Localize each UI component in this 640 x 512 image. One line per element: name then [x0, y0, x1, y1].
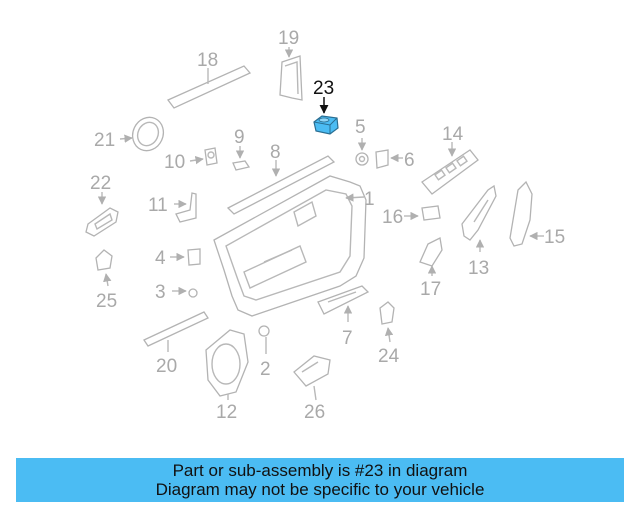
part-21-speaker: [119, 116, 165, 152]
label-24: 24: [378, 346, 400, 367]
part-16-switch-bezel: [404, 205, 441, 221]
label-23-highlighted: 23: [313, 78, 334, 99]
label-8: 8: [270, 142, 281, 163]
part-26-bracket: [293, 355, 331, 401]
part-6-bracket: [375, 149, 403, 169]
part-23-clip-highlighted: [313, 97, 339, 135]
info-banner: Part or sub-assembly is #23 in diagram D…: [16, 458, 624, 502]
label-6: 6: [404, 150, 415, 171]
parts-diagram: 1 2 3 4 5 6 7 8 9 10 11 12 13 14 15 16 1…: [85, 28, 565, 423]
label-19: 19: [278, 28, 299, 49]
part-9-small-clip: [232, 146, 251, 171]
label-18: 18: [197, 50, 218, 71]
part-13-pull-handle: [461, 184, 497, 252]
part-5-knob: [355, 138, 369, 166]
label-22: 22: [90, 173, 111, 194]
part-12-speaker-housing: [205, 329, 249, 400]
label-3: 3: [155, 282, 166, 303]
label-25: 25: [96, 291, 117, 312]
part-18-trim-strip: [166, 65, 252, 109]
label-4: 4: [155, 248, 166, 269]
part-22-handle-bezel: [85, 192, 119, 237]
label-21: 21: [94, 130, 115, 151]
part-3-screw: [172, 286, 198, 298]
label-12: 12: [216, 402, 237, 423]
part-11-latch: [174, 192, 197, 223]
label-5: 5: [355, 117, 366, 138]
label-2: 2: [260, 359, 271, 380]
part-14-switch-panel: [421, 142, 479, 195]
label-7: 7: [342, 328, 353, 349]
label-15: 15: [544, 227, 565, 248]
label-26: 26: [304, 402, 325, 423]
label-13: 13: [468, 258, 489, 279]
banner-line-1: Part or sub-assembly is #23 in diagram: [172, 461, 468, 480]
part-2-screw: [258, 325, 270, 354]
part-20-lower-strip: [143, 311, 209, 352]
banner-line-2: Diagram may not be specific to your vehi…: [155, 480, 485, 499]
label-20: 20: [156, 356, 177, 377]
part-8-trim-rail: [226, 155, 336, 215]
part-17-cover: [419, 237, 443, 276]
part-1-door-trim-panel: [213, 175, 367, 317]
label-1: 1: [364, 189, 375, 210]
label-10: 10: [164, 152, 185, 173]
part-25-cover: [95, 249, 113, 287]
label-14: 14: [442, 124, 464, 145]
label-11: 11: [148, 195, 168, 216]
part-4-bracket: [170, 248, 201, 266]
part-15-pillar-trim: [509, 180, 544, 247]
part-10-connector: [189, 147, 218, 166]
label-9: 9: [234, 127, 245, 148]
part-24-clip: [379, 301, 395, 343]
part-19-corner-cover: [279, 47, 303, 101]
label-16: 16: [382, 207, 403, 228]
label-17: 17: [420, 279, 441, 300]
part-7-armrest-bezel: [317, 285, 370, 322]
